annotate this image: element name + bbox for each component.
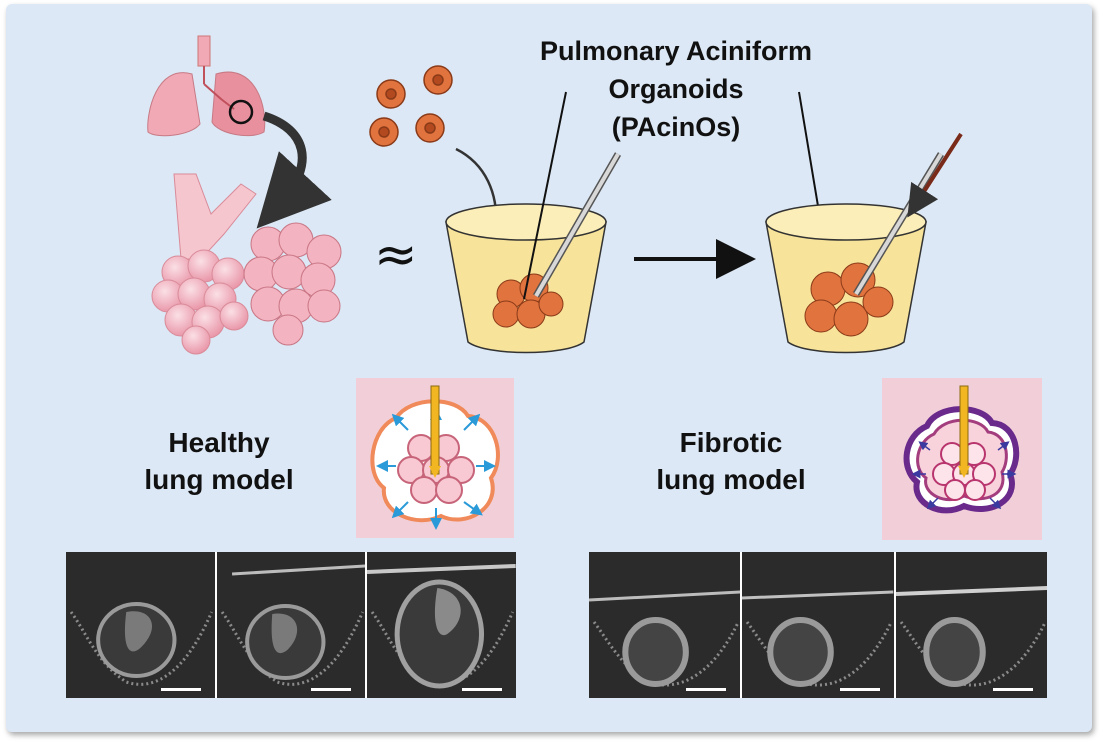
fibrotic-model-label: Fibrotic lung model: [656, 427, 806, 495]
title-line-1: Pulmonary Aciniform: [539, 36, 813, 66]
healthy-model-label: Healthy lung model: [144, 427, 294, 495]
oct-image: [895, 552, 1047, 698]
lungs-icon: [147, 35, 266, 137]
culture-well-initial: [445, 152, 622, 354]
title-line-3: (PAcinOs): [611, 112, 741, 142]
organoid-title: Pulmonary Aciniform Organoids (PAcinOs): [476, 32, 876, 146]
scale-bar: [839, 688, 880, 691]
illustration-canvas: ≈: [147, 35, 963, 355]
oct-image: [216, 552, 366, 698]
fibrotic-oct-images: [589, 552, 1047, 698]
oct-image: [66, 552, 215, 698]
title-line-2: Organoids: [608, 74, 744, 104]
approx-symbol: ≈: [374, 225, 418, 285]
scale-bar: [992, 688, 1033, 691]
fibrotic-schematic: [882, 378, 1042, 540]
scale-bar: [462, 688, 503, 691]
oct-image: [742, 552, 894, 698]
oct-image: [367, 552, 517, 698]
alveoli-icon: [151, 173, 342, 355]
scale-bar: [686, 688, 727, 691]
healthy-oct-images: [66, 552, 517, 698]
figure-panel: ≈ P: [6, 4, 1092, 732]
healthy-schematic: [356, 378, 514, 538]
zoom-arrow-icon: [256, 111, 332, 229]
culture-well-indented: [765, 132, 963, 354]
organoids-icon: [369, 65, 453, 147]
scale-bar: [311, 688, 352, 691]
oct-image: [589, 552, 741, 698]
scale-bar: [160, 688, 201, 691]
